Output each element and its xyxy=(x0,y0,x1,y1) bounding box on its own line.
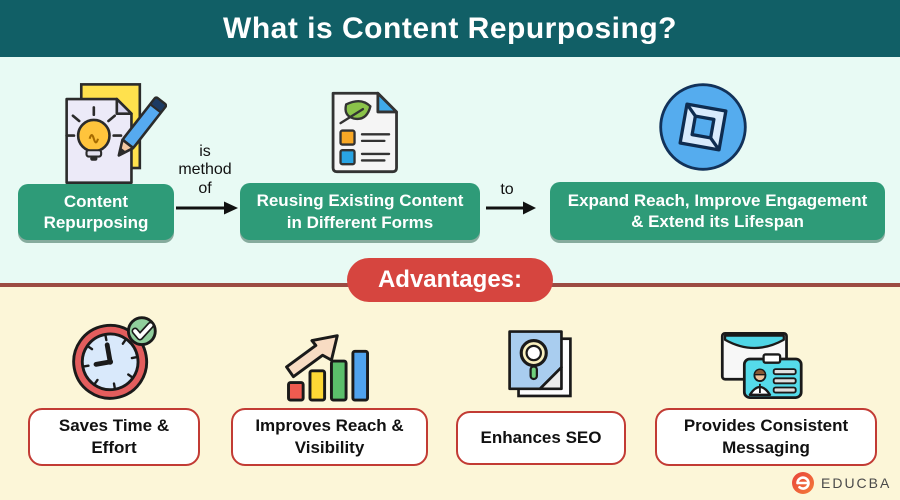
clock-check-icon xyxy=(66,310,162,406)
connector-label-to: to xyxy=(500,181,514,198)
flow-box-label: Reusing Existing Content in Different Fo… xyxy=(256,191,464,232)
growth-chart-icon xyxy=(282,324,376,404)
header-banner: What is Content Repurposing? xyxy=(0,0,900,57)
document-leaf-icon xyxy=(320,84,404,180)
page-title: What is Content Repurposing? xyxy=(223,11,677,45)
advantage-label: Enhances SEO xyxy=(480,427,602,447)
advantage-box-improves-reach: Improves Reach & Visibility xyxy=(231,408,428,466)
advantage-label: Improves Reach & Visibility xyxy=(255,415,404,457)
advantages-heading-pill: Advantages: xyxy=(347,258,553,302)
idea-document-pencil-icon xyxy=(52,78,168,188)
brand-name: EDUCBA xyxy=(821,475,892,491)
flow-box-label: Content Repurposing xyxy=(43,191,149,232)
flow-box-expand-reach: Expand Reach, Improve Engagement & Exten… xyxy=(550,182,885,240)
advantage-box-saves-time: Saves Time & Effort xyxy=(28,408,200,466)
arrow-right-icon xyxy=(486,200,536,221)
educba-logo-icon xyxy=(792,472,814,494)
flow-box-label: Expand Reach, Improve Engagement & Exten… xyxy=(567,190,868,231)
brand-logo: EDUCBA xyxy=(791,471,891,495)
advantage-label: Provides Consistent Messaging xyxy=(683,415,849,457)
repurpose-circle-icon xyxy=(655,80,751,174)
advantage-label: Saves Time & Effort xyxy=(58,415,170,457)
envelope-id-card-icon xyxy=(712,326,806,404)
advantage-box-enhances-seo: Enhances SEO xyxy=(456,411,626,465)
flow-box-reusing-content: Reusing Existing Content in Different Fo… xyxy=(240,183,480,240)
flow-box-content-repurposing: Content Repurposing xyxy=(18,184,174,240)
seo-search-document-icon xyxy=(503,328,577,404)
flow-section xyxy=(0,57,900,283)
advantage-box-consistent-messaging: Provides Consistent Messaging xyxy=(655,408,877,466)
advantages-heading: Advantages: xyxy=(377,266,523,293)
connector-label-is-method-of: is method of xyxy=(178,143,232,197)
arrow-right-icon xyxy=(176,200,238,221)
